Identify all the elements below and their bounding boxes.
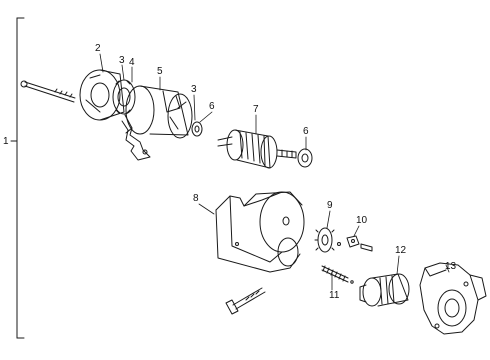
callout-6-left: 6 [209, 101, 215, 112]
callout-12: 12 [395, 245, 407, 256]
return-spring [321, 265, 354, 284]
retainer-and-pin [346, 235, 373, 252]
callout-leaders [99, 53, 450, 291]
drive-housing [419, 262, 487, 335]
callout-1: 1 [3, 136, 9, 147]
callout-5: 5 [157, 66, 163, 77]
callout-6-right: 6 [303, 126, 309, 137]
callout-9: 9 [327, 200, 333, 211]
armature [217, 129, 297, 169]
callout-4: 4 [129, 57, 135, 68]
callout-10: 10 [356, 215, 368, 226]
end-cover-part [79, 69, 125, 121]
idler-gear [314, 227, 341, 253]
bearing-upper [191, 121, 203, 137]
callout-3-lower: 3 [191, 84, 197, 95]
callout-11: 11 [329, 290, 340, 301]
magnetic-switch-housing [215, 191, 305, 273]
callout-3-upper: 3 [119, 55, 125, 66]
callout-8: 8 [193, 193, 199, 204]
callout-7: 7 [253, 104, 259, 115]
brush-lead-terminal [121, 114, 151, 161]
callout-2: 2 [95, 43, 101, 54]
callout-13: 13 [445, 261, 457, 272]
assembly-bracket [10, 17, 25, 339]
starter-clutch [359, 273, 410, 307]
through-bolt [20, 80, 76, 103]
mounting-bolt [225, 287, 266, 315]
yoke-field-frame [125, 85, 193, 139]
bearing-right [297, 148, 313, 168]
